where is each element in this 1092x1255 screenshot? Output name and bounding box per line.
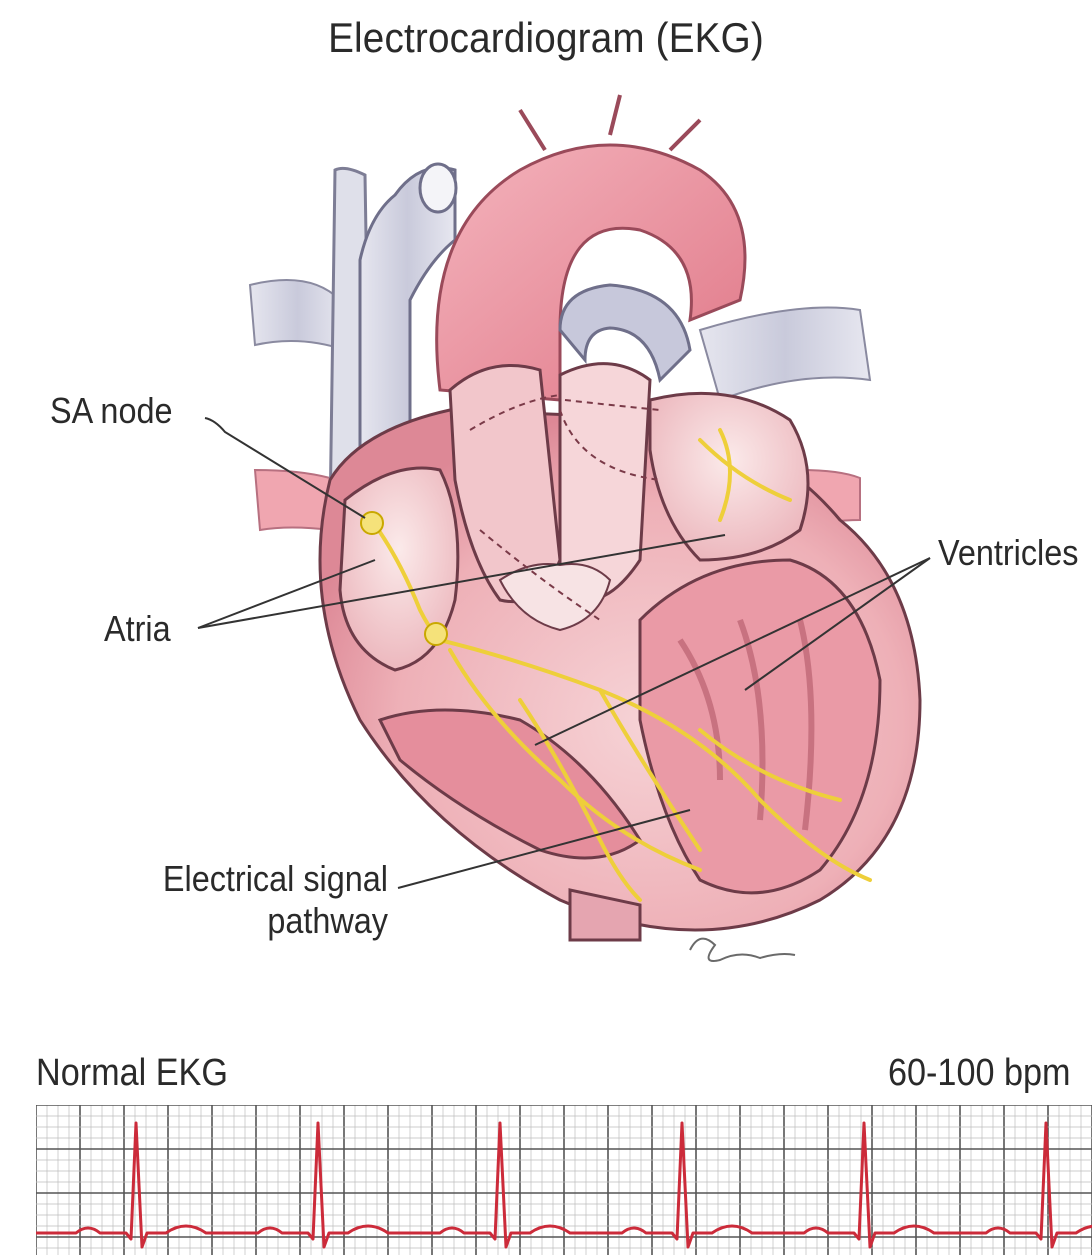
ekg-strip (36, 1105, 1092, 1255)
ventricles-label: Ventricles (938, 532, 1078, 574)
signal-pathway-line2: pathway (129, 900, 388, 942)
ekg-title: Normal EKG (36, 1052, 228, 1095)
av-node-marker (425, 623, 447, 645)
ekg-rate: 60-100 bpm (888, 1052, 1071, 1095)
sa-node-marker (361, 512, 383, 534)
artist-signature (690, 939, 795, 961)
signal-pathway-label: Electrical signal pathway (129, 858, 388, 942)
atria-label: Atria (104, 608, 171, 650)
sa-node-label: SA node (50, 390, 173, 432)
signal-pathway-line1: Electrical signal (129, 858, 388, 900)
aorta (437, 95, 745, 400)
